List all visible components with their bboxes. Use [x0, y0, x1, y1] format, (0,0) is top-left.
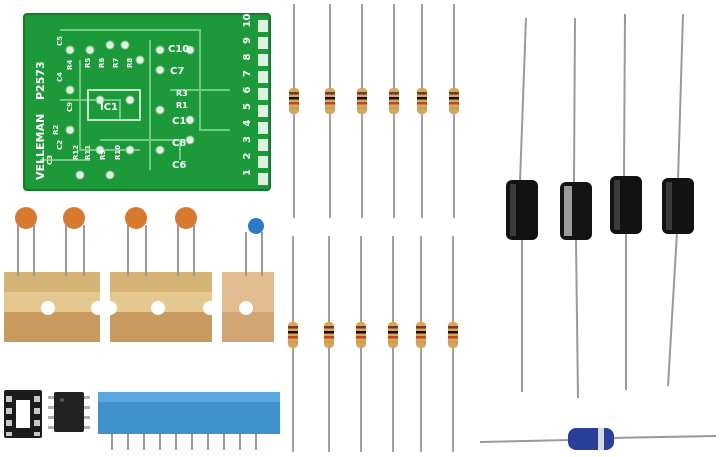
electrolytic-capacitors: [506, 13, 694, 399]
axial-capacitor: [479, 428, 717, 450]
resistor: [416, 236, 426, 452]
pcb-label-c3: C3: [46, 155, 54, 165]
pcb-label-r6: R6: [98, 58, 106, 68]
resistor: [356, 236, 366, 452]
pcb-pin-numbers: 1 2 3 4 5 6 7 8 9 10: [242, 14, 253, 176]
pcb-pin-number: 4: [242, 120, 253, 127]
pcb-label-r10: R10: [114, 145, 122, 160]
pcb-pin-number: 9: [242, 37, 253, 44]
resistor-row-bottom: [288, 236, 458, 452]
resistor: [388, 236, 398, 452]
pcb-label-r8: R8: [126, 58, 134, 68]
pcb-label-r9: R9: [99, 150, 107, 160]
pcb-label-c4: C4: [56, 72, 64, 82]
pcb-pin-number: 2: [242, 153, 253, 160]
pcb-pin-number: 8: [242, 54, 253, 61]
resistor: [389, 4, 399, 218]
pcb-label-c6: C6: [172, 160, 186, 171]
resistor: [324, 236, 334, 452]
pcb-label-c2: C2: [56, 140, 64, 150]
pcb-label-c8: C8: [172, 138, 186, 149]
pcb-model-text: P2573: [34, 61, 47, 100]
pcb-brand-text: VELLEMAN: [34, 114, 47, 180]
ceramic-capacitor-strips: [4, 207, 274, 342]
pcb-board: IC1 C10 C7 R3 R1 C1 C8 C6 R2 R4 C5 C3 C2…: [23, 13, 271, 191]
pcb-pin-number: 6: [242, 87, 253, 94]
pcb-label-c9: C9: [66, 102, 74, 112]
pcb-label-r11: R11: [84, 145, 92, 160]
pcb-label-r4: R4: [66, 60, 74, 70]
pcb-label-c10: C10: [168, 44, 189, 55]
pcb-label-r12: R12: [72, 145, 80, 160]
pcb-label-c5: C5: [56, 36, 64, 46]
pcb-label-r2: R2: [52, 125, 60, 135]
ic-socket: [4, 390, 42, 438]
resistor: [325, 4, 335, 218]
pcb-label-r3: R3: [176, 89, 188, 98]
resistor: [288, 236, 298, 452]
pcb-ic-label: IC1: [100, 102, 118, 113]
pcb-label-c7: C7: [170, 66, 184, 77]
resistor: [449, 4, 459, 218]
resistor-row-top: [289, 4, 459, 218]
ic-chip: [48, 392, 90, 432]
pcb-pin-number: 1: [242, 169, 253, 176]
edge-connector: [98, 392, 280, 450]
pcb-pin-number: 5: [242, 103, 253, 110]
resistor: [289, 4, 299, 218]
pcb-label-c1: C1: [172, 116, 186, 127]
resistor: [448, 236, 458, 452]
pcb-label-r5: R5: [84, 58, 92, 68]
pcb-label-r1: R1: [176, 101, 188, 110]
pcb-pin-number: 10: [242, 14, 253, 28]
pcb-pin-number: 7: [242, 70, 253, 77]
pcb-label-r7: R7: [112, 58, 120, 68]
resistor: [417, 4, 427, 218]
resistor: [357, 4, 367, 218]
pcb-pin-number: 3: [242, 136, 253, 143]
